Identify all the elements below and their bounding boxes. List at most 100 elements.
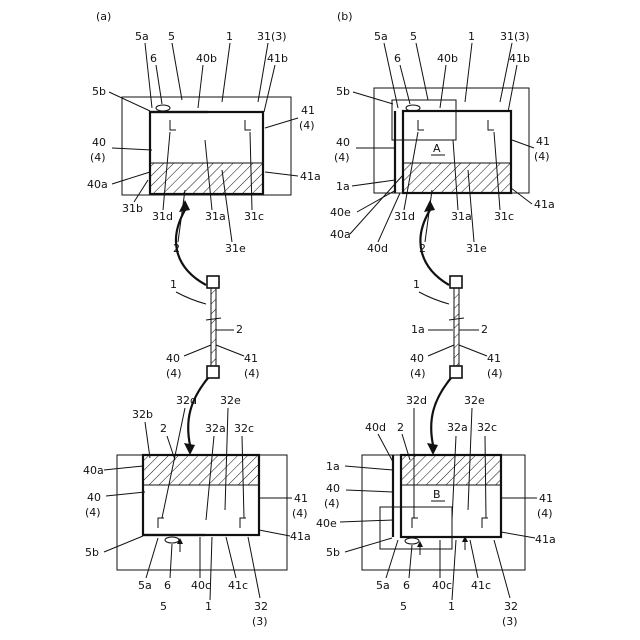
label-41-b: 41 xyxy=(536,135,550,148)
tab-bottom-a xyxy=(207,366,219,378)
label-31e-b: 31e xyxy=(466,242,487,255)
label-41-a-mid: 41 xyxy=(244,352,258,365)
label-31e-a: 31e xyxy=(225,242,246,255)
label-41a-a: 41a xyxy=(300,170,321,183)
label-1a-b-bot: 1a xyxy=(326,460,340,473)
label-41-b-mid: 41 xyxy=(487,352,501,365)
label-31a-b: 31a xyxy=(451,210,472,223)
label-A: A xyxy=(433,142,441,155)
label-40-a: 40 xyxy=(92,136,106,149)
cell-1-a-middle: 1 2 40 (4) 41 (4) xyxy=(166,276,260,380)
label-6-a-bot: 6 xyxy=(164,579,171,592)
label-41a-b-bot: 41a xyxy=(535,533,556,546)
label-40c-b: 40c xyxy=(432,579,452,592)
hook-31d-b xyxy=(418,120,424,130)
label-41b-a: 41b xyxy=(267,52,288,65)
hook-31d-a xyxy=(170,120,176,130)
label-32-b: 32 xyxy=(504,600,518,613)
label-40c-a: 40c xyxy=(191,579,211,592)
leader-41-a-mid xyxy=(216,345,244,356)
housing-32-b: B xyxy=(362,455,525,570)
label-5-a: 5 xyxy=(168,30,175,43)
label-41-4-a-bot: (4) xyxy=(292,507,308,520)
label-40-b-mid: 40 xyxy=(410,352,424,365)
label-32-3-a: (3) xyxy=(252,615,268,628)
hook-32c-a xyxy=(240,518,246,528)
label-31b-a: 31b xyxy=(122,202,143,215)
label-32c-a: 32c xyxy=(234,422,254,435)
label-32-a: 32 xyxy=(254,600,268,613)
arrow-down-head-b xyxy=(427,443,438,455)
arrow-up-head-b xyxy=(424,200,435,212)
label-32-3-b: (3) xyxy=(502,615,518,628)
label-32d-b: 32d xyxy=(406,394,427,407)
label-40e-b: 40e xyxy=(330,206,351,219)
label-2-a-mid: 2 xyxy=(236,323,243,336)
label-2-a-bot: 2 xyxy=(160,422,167,435)
label-5-a-bot: 5 xyxy=(160,600,167,613)
label-B: B xyxy=(433,488,441,501)
hook-32c-b xyxy=(482,518,488,528)
label-40-4-b: (4) xyxy=(334,151,350,164)
label-41-4-b-bot: (4) xyxy=(537,507,553,520)
label-31-3-a: 31(3) xyxy=(257,30,287,43)
label-5b-b: 5b xyxy=(336,85,350,98)
label-31a-a: 31a xyxy=(205,210,226,223)
leaders-a-bottom xyxy=(104,408,292,600)
label-40b-b: 40b xyxy=(437,52,458,65)
label-40a-a: 40a xyxy=(87,178,108,191)
label-41a-b: 41a xyxy=(534,198,555,211)
label-1-b-bot: 1 xyxy=(448,600,455,613)
label-5b-b-bot: 5b xyxy=(326,546,340,559)
label-1-b: 1 xyxy=(468,30,475,43)
label-32a-a: 32a xyxy=(205,422,226,435)
label-31-3-b: 31(3) xyxy=(500,30,530,43)
label-32e-b: 32e xyxy=(464,394,485,407)
label-41-4-a: (4) xyxy=(299,119,315,132)
label-41-b-bot: 41 xyxy=(539,492,553,505)
arrow-down-head-a xyxy=(184,443,195,455)
label-1-a-bot: 1 xyxy=(205,600,212,613)
label-40e-b-bot: 40e xyxy=(316,517,337,530)
hook-32d-a xyxy=(158,518,164,528)
label-41c-a: 41c xyxy=(228,579,248,592)
tab-top-b xyxy=(450,276,462,288)
label-6-b: 6 xyxy=(394,52,401,65)
label-2-b-mid: 2 xyxy=(481,323,488,336)
label-40a-b: 40a xyxy=(330,228,351,241)
label-32b-a: 32b xyxy=(132,408,153,421)
arrow-down-b xyxy=(431,378,451,445)
vent-6-a-top xyxy=(156,105,170,111)
label-40-4-b-bot: (4) xyxy=(324,497,340,510)
hook-31c-b xyxy=(488,120,494,130)
arrow-5-head-a xyxy=(177,538,183,544)
cell-1-b-middle: 1 1a 2 40 (4) 41 (4) xyxy=(410,276,503,380)
label-40d-b-bot: 40d xyxy=(365,421,386,434)
arrow-up-a xyxy=(176,210,206,285)
stem-hatch-b xyxy=(454,288,459,366)
label-31c-a: 31c xyxy=(244,210,264,223)
label-6-b-bot: 6 xyxy=(403,579,410,592)
label-1-a: 1 xyxy=(226,30,233,43)
label-5a-b-bot: 5a xyxy=(376,579,390,592)
label-5-b-bot: 5 xyxy=(400,600,407,613)
label-32e-a: 32e xyxy=(220,394,241,407)
arrow-5-head-b xyxy=(417,541,423,547)
label-32a-b: 32a xyxy=(447,421,468,434)
stem-hatch-a xyxy=(211,288,216,366)
vent-6-a-bottom xyxy=(165,537,179,543)
electrode-2-b-top xyxy=(403,163,511,193)
tab-top-a xyxy=(207,276,219,288)
electrode-2-a-bottom xyxy=(143,455,259,485)
label-6-a: 6 xyxy=(150,52,157,65)
label-41-4-a-mid: (4) xyxy=(244,367,260,380)
hook-31c-a xyxy=(245,120,251,130)
arrow-up-head-a xyxy=(179,200,190,212)
panel-b-label: (b) xyxy=(337,10,353,23)
leader-1-a-mid xyxy=(176,292,206,304)
label-5b-a: 5b xyxy=(92,85,106,98)
label-5-b: 5 xyxy=(410,30,417,43)
label-32d-a: 32d xyxy=(176,394,197,407)
label-1-a-mid: 1 xyxy=(170,278,177,291)
